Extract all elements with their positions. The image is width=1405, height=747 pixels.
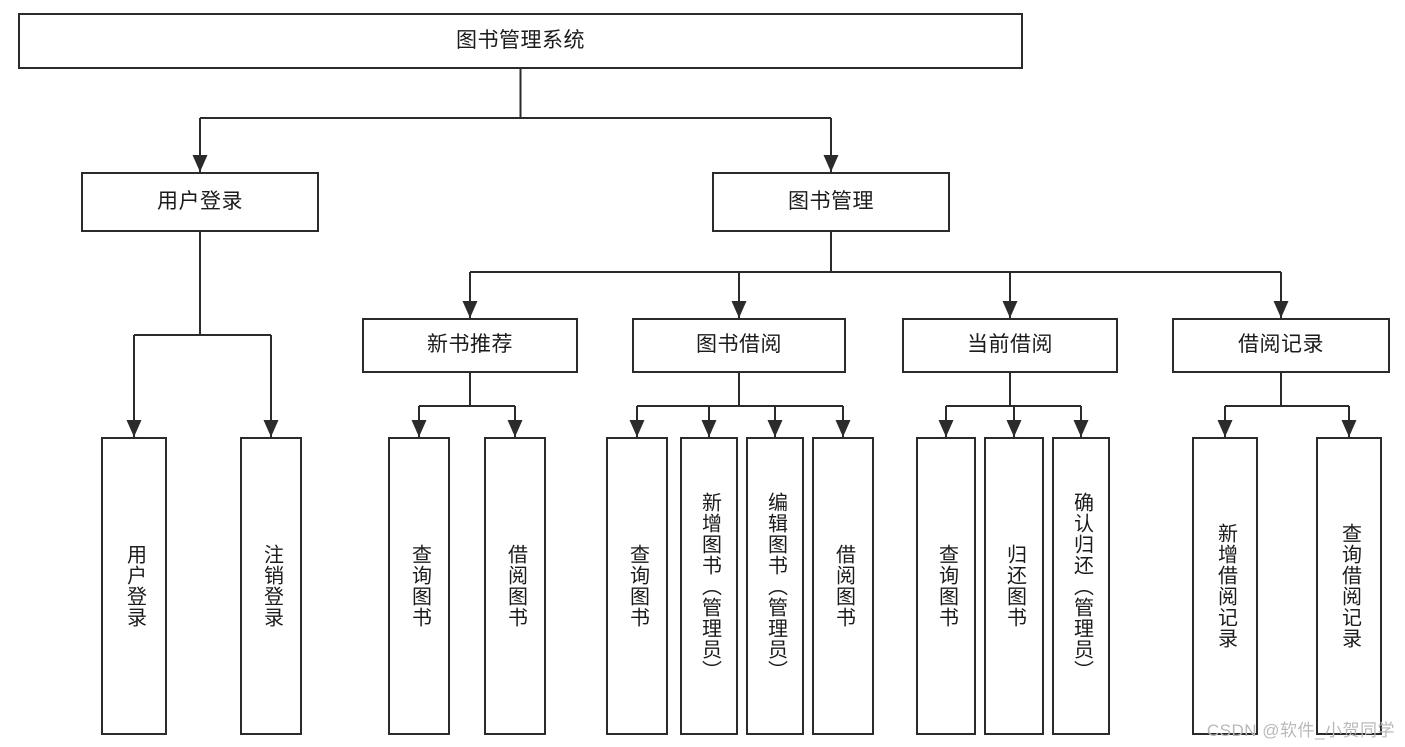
node-book-borrow[interactable]: 图书借阅 <box>632 318 846 373</box>
leaf-record-query[interactable]: 查询借阅记录 <box>1316 437 1382 735</box>
leaf-current-return-book-label: 归还图书 <box>1003 544 1026 628</box>
leaf-current-query-book[interactable]: 查询图书 <box>916 437 976 735</box>
node-root[interactable]: 图书管理系统 <box>18 13 1023 69</box>
leaf-borrow-borrow-book-label: 借阅图书 <box>832 544 855 628</box>
node-current-borrow[interactable]: 当前借阅 <box>902 318 1118 373</box>
leaf-current-query-book-label: 查询图书 <box>935 544 958 628</box>
node-user-login-module-label: 用户登录 <box>157 189 243 213</box>
node-current-borrow-label: 当前借阅 <box>967 333 1053 357</box>
leaf-borrow-borrow-book[interactable]: 借阅图书 <box>812 437 874 735</box>
node-book-management-module-label: 图书管理 <box>788 189 874 213</box>
node-new-book-recommend-label: 新书推荐 <box>427 333 513 357</box>
leaf-borrow-add-book-label: 新增图书（管理员） <box>698 491 721 681</box>
node-user-login-module[interactable]: 用户登录 <box>81 172 319 232</box>
node-root-label: 图书管理系统 <box>456 28 585 52</box>
leaf-new-borrow-book-label: 借阅图书 <box>504 544 527 628</box>
node-borrow-record[interactable]: 借阅记录 <box>1172 318 1390 373</box>
leaf-new-borrow-book[interactable]: 借阅图书 <box>484 437 546 735</box>
leaf-user-logout-label: 注销登录 <box>260 544 283 628</box>
node-borrow-record-label: 借阅记录 <box>1238 333 1324 357</box>
leaf-new-query-book[interactable]: 查询图书 <box>388 437 450 735</box>
leaf-record-query-label: 查询借阅记录 <box>1338 523 1361 649</box>
leaf-user-logout[interactable]: 注销登录 <box>240 437 302 735</box>
leaf-current-confirm-return[interactable]: 确认归还（管理员） <box>1052 437 1110 735</box>
node-new-book-recommend[interactable]: 新书推荐 <box>362 318 578 373</box>
leaf-borrow-edit-book[interactable]: 编辑图书（管理员） <box>746 437 804 735</box>
leaf-user-login-label: 用户登录 <box>123 544 146 628</box>
node-book-borrow-label: 图书借阅 <box>696 333 782 357</box>
leaf-current-confirm-return-label: 确认归还（管理员） <box>1070 491 1093 681</box>
leaf-record-add-label: 新增借阅记录 <box>1214 523 1237 649</box>
leaf-borrow-query-book-label: 查询图书 <box>626 544 649 628</box>
leaf-new-query-book-label: 查询图书 <box>408 544 431 628</box>
leaf-borrow-edit-book-label: 编辑图书（管理员） <box>764 491 787 681</box>
leaf-user-login[interactable]: 用户登录 <box>101 437 167 735</box>
leaf-record-add[interactable]: 新增借阅记录 <box>1192 437 1258 735</box>
watermark-text: CSDN @软件_小贺同学 <box>1206 721 1395 740</box>
leaf-borrow-add-book[interactable]: 新增图书（管理员） <box>680 437 738 735</box>
leaf-borrow-query-book[interactable]: 查询图书 <box>606 437 668 735</box>
leaf-current-return-book[interactable]: 归还图书 <box>984 437 1044 735</box>
node-book-management-module[interactable]: 图书管理 <box>712 172 950 232</box>
